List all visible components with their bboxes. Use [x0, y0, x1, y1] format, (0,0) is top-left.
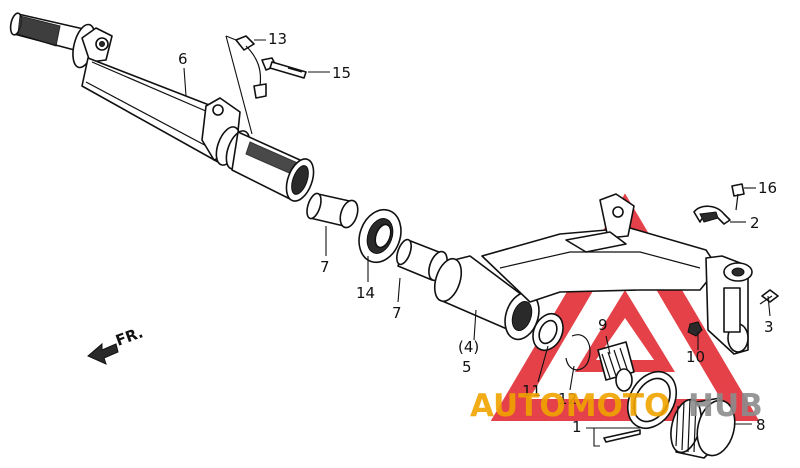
- callout-5: 5: [462, 358, 472, 376]
- circlip-part-12: [565, 334, 591, 371]
- tube-assembly-part-6: [9, 12, 315, 202]
- threaded-bushing-part-9: [597, 341, 635, 392]
- bolt-part-3: [759, 289, 779, 305]
- clamp-part-2: [693, 205, 731, 225]
- bolt-part-16: [731, 183, 745, 211]
- seal-part-14: [358, 208, 402, 264]
- grease-nipple-part-13: [235, 35, 267, 99]
- callout-14: 14: [356, 284, 375, 302]
- callout-2: 2: [750, 214, 760, 232]
- callout-7-left: 7: [320, 258, 330, 276]
- callout-11: 11: [522, 382, 541, 400]
- callout-9: 9: [598, 316, 608, 334]
- callout-7-right: 7: [392, 304, 402, 322]
- callout-13: 13: [268, 30, 287, 48]
- callout-labels: 13 15 6 7 14 7 (4) 5 16 2 3 9 10 11 12 1…: [178, 30, 777, 436]
- watermark-text-left: AUTOMOTO: [470, 388, 670, 424]
- callout-1: 1: [572, 418, 582, 436]
- watermark-text: AUTOMOTO HUB: [470, 388, 763, 424]
- callout-16: 16: [758, 179, 777, 197]
- bushing-part-7-left: [306, 192, 359, 229]
- callout-3: 3: [764, 318, 774, 336]
- callout-10: 10: [686, 348, 705, 366]
- watermark-text-right: HUB: [688, 388, 763, 424]
- front-direction-arrow: FR.: [87, 323, 145, 365]
- cap-part-1: [603, 370, 678, 443]
- callout-6: 6: [178, 50, 188, 68]
- leader-lines: [183, 35, 771, 447]
- end-cap-part-8: [670, 397, 736, 459]
- front-direction-label: FR.: [113, 323, 145, 349]
- bolt-part-15: [261, 57, 307, 79]
- callout-4: (4): [458, 338, 479, 356]
- callout-15: 15: [332, 64, 351, 82]
- washer-part-11: [532, 312, 564, 352]
- swing-arm-part-5: [433, 193, 753, 355]
- callout-12: 12: [558, 390, 577, 408]
- callout-8: 8: [756, 416, 766, 434]
